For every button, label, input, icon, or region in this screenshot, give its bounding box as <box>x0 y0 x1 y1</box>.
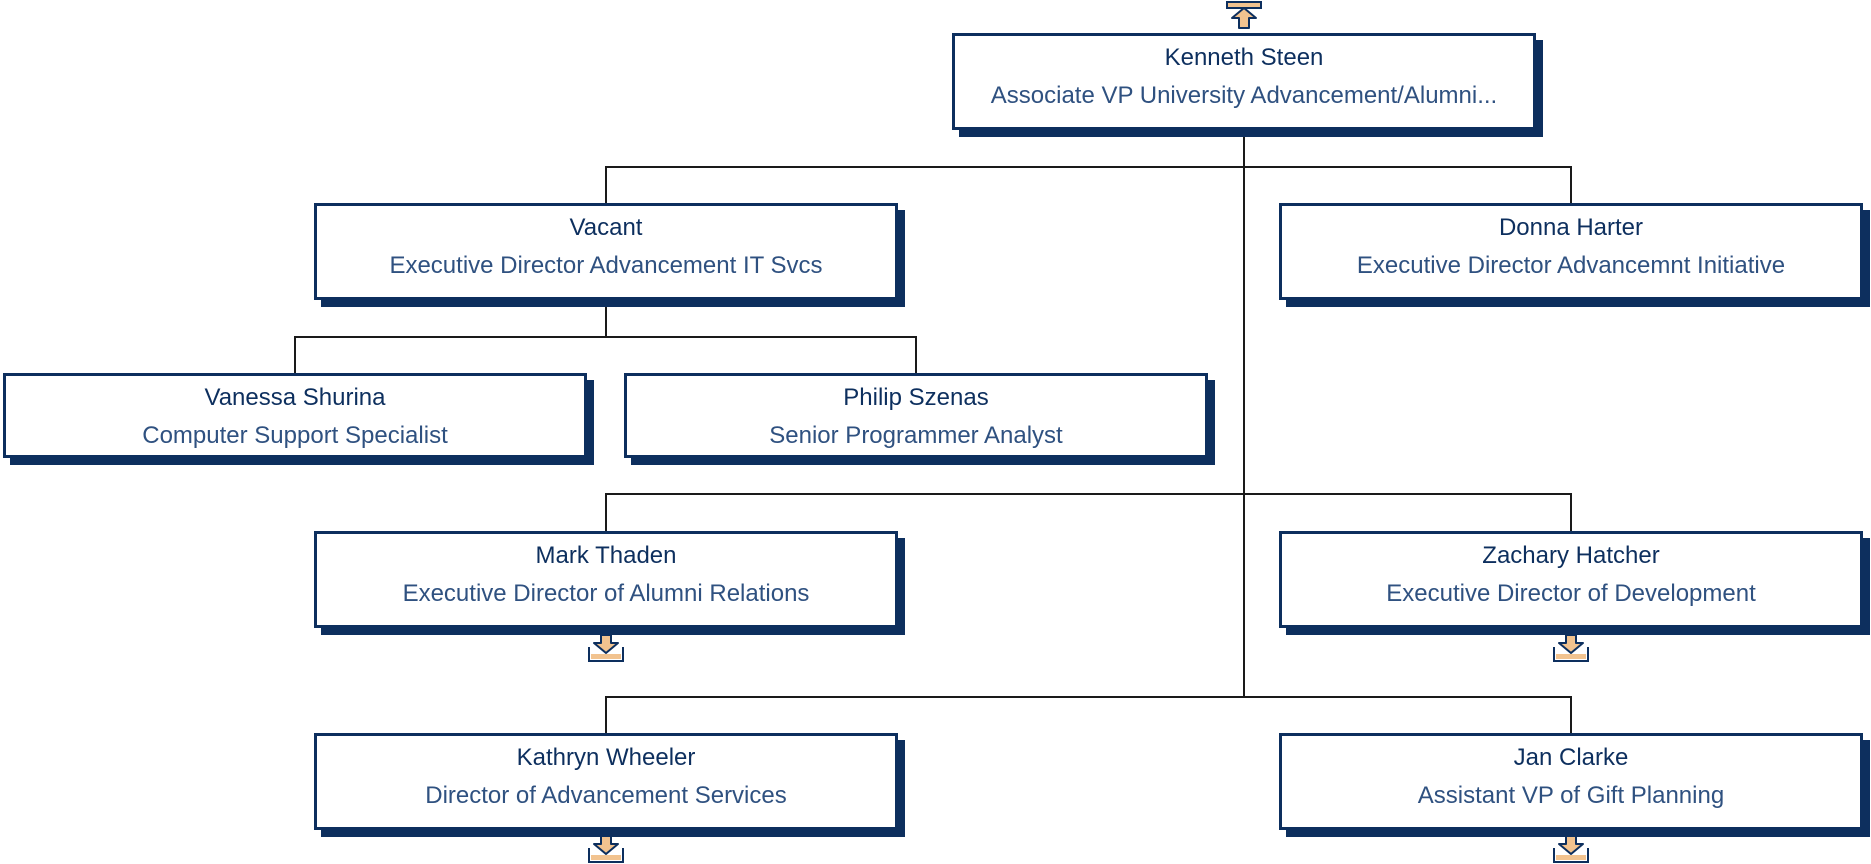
expand-down-arrow-icon[interactable] <box>588 634 624 662</box>
org-node-vacant[interactable]: Vacant Executive Director Advancement IT… <box>314 203 898 300</box>
connector-line <box>605 493 607 532</box>
job-title: Executive Director Advancement IT Svcs <box>389 252 823 279</box>
connector-line <box>1570 493 1572 532</box>
connector-line <box>605 696 607 734</box>
employee-name: Vanessa Shurina <box>204 384 386 411</box>
job-title: Executive Director of Development <box>1386 580 1756 607</box>
employee-name: Zachary Hatcher <box>1482 542 1660 569</box>
employee-name: Vacant <box>569 214 643 241</box>
org-node-mark-thaden[interactable]: Mark Thaden Executive Director of Alumni… <box>314 531 898 628</box>
job-title: Associate VP University Advancement/Alum… <box>990 82 1498 109</box>
employee-name: Donna Harter <box>1498 214 1644 241</box>
connector-line <box>1243 108 1245 698</box>
org-node-kenneth-steen[interactable]: Kenneth Steen Associate VP University Ad… <box>952 33 1536 130</box>
connector-line <box>294 336 917 338</box>
connector-line <box>605 300 607 337</box>
connector-line <box>605 166 1572 168</box>
employee-name: Mark Thaden <box>535 542 677 569</box>
org-node-vanessa-shurina[interactable]: Vanessa Shurina Computer Support Special… <box>3 373 587 458</box>
connector-line <box>605 166 607 204</box>
expand-down-arrow-icon[interactable] <box>1553 634 1589 662</box>
job-title: Executive Director Advancemnt Initiative <box>1356 252 1786 279</box>
employee-name: Kenneth Steen <box>1164 44 1324 71</box>
job-title: Director of Advancement Services <box>425 782 787 809</box>
org-node-philip-szenas[interactable]: Philip Szenas Senior Programmer Analyst <box>624 373 1208 458</box>
employee-name: Philip Szenas <box>843 384 989 411</box>
employee-name: Kathryn Wheeler <box>516 744 696 771</box>
job-title: Senior Programmer Analyst <box>769 422 1063 449</box>
org-node-jan-clarke[interactable]: Jan Clarke Assistant VP of Gift Planning <box>1279 733 1863 830</box>
connector-line <box>915 336 917 374</box>
org-node-kathryn-wheeler[interactable]: Kathryn Wheeler Director of Advancement … <box>314 733 898 830</box>
job-title: Assistant VP of Gift Planning <box>1417 782 1725 809</box>
job-title: Computer Support Specialist <box>142 422 448 449</box>
employee-name: Jan Clarke <box>1513 744 1629 771</box>
expand-down-arrow-icon[interactable] <box>1553 835 1589 863</box>
connector-line <box>605 493 1572 495</box>
org-node-donna-harter[interactable]: Donna Harter Executive Director Advancem… <box>1279 203 1863 300</box>
connector-line <box>1570 696 1572 734</box>
connector-line <box>294 336 296 374</box>
org-node-zachary-hatcher[interactable]: Zachary Hatcher Executive Director of De… <box>1279 531 1863 628</box>
connector-line <box>605 696 1572 698</box>
job-title: Executive Director of Alumni Relations <box>402 580 810 607</box>
navigate-up-arrow-icon[interactable] <box>1226 1 1262 29</box>
connector-line <box>1570 166 1572 204</box>
expand-down-arrow-icon[interactable] <box>588 835 624 863</box>
